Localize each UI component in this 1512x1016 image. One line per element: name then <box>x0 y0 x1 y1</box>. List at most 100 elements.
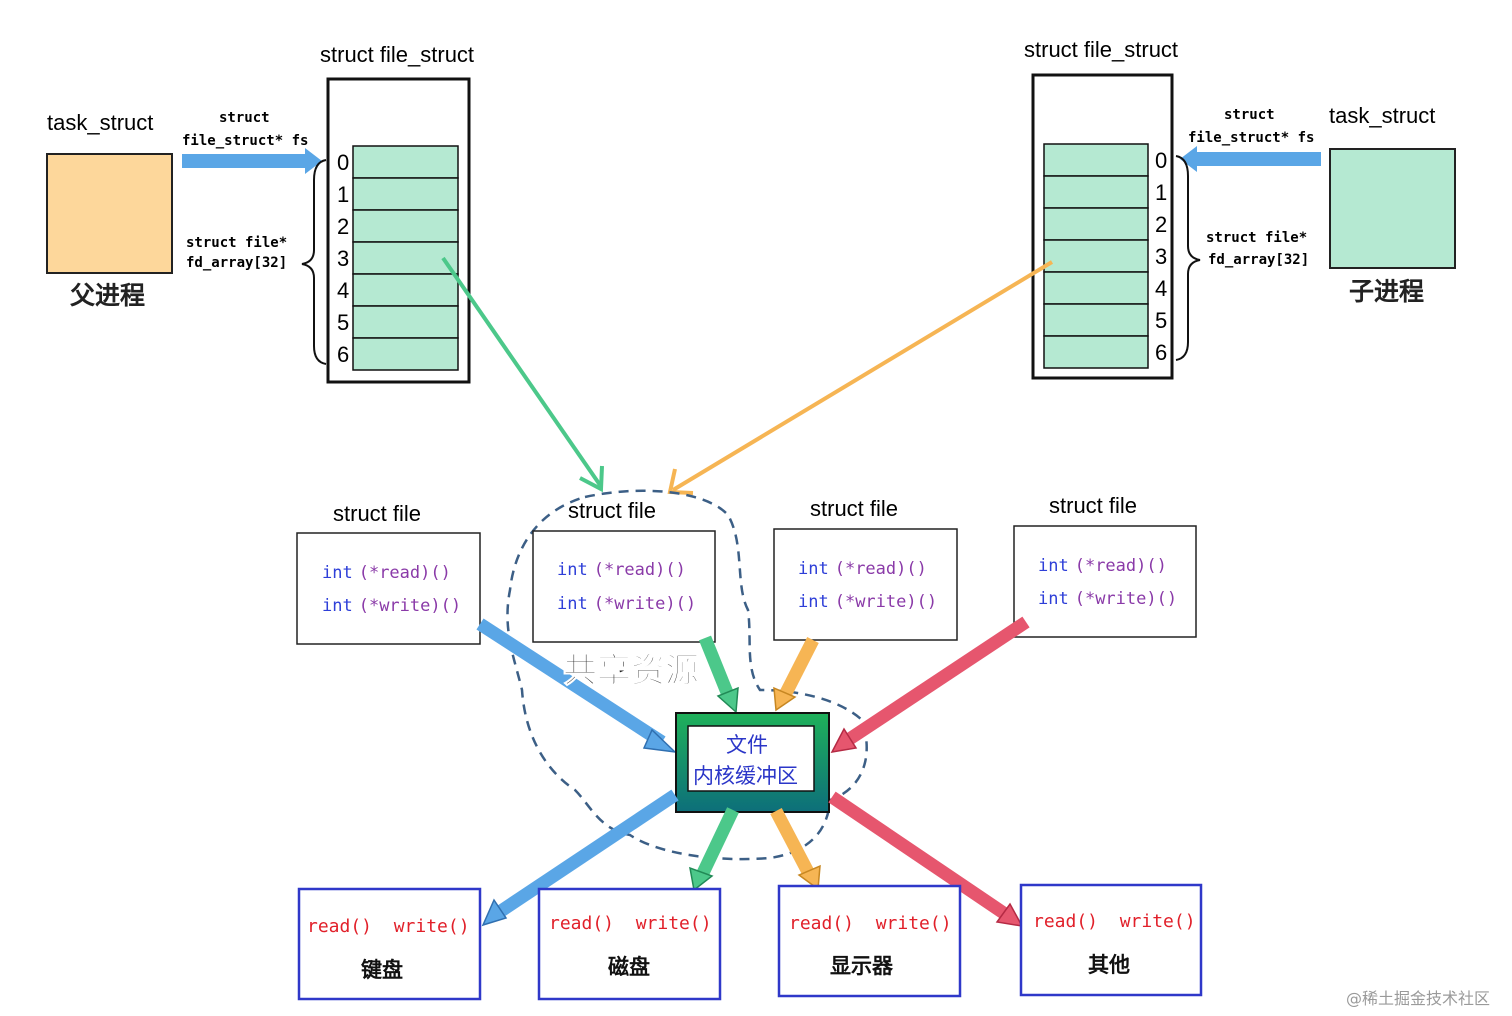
child-fd-index: 6 <box>1155 340 1167 365</box>
device-name: 键盘 <box>361 957 403 982</box>
parent-fd-index: 5 <box>337 310 349 335</box>
kernel-buffer-line2: 内核缓冲区 <box>693 764 798 788</box>
device-name: 显示器 <box>830 953 894 978</box>
child-fd-index: 3 <box>1155 244 1167 269</box>
struct-file-box-3: struct file int(*read)() int(*write)() <box>773 496 958 641</box>
struct-file-box-4: struct file int (*read)() int(*write)() <box>1013 493 1197 638</box>
int-keyword: int <box>798 592 829 612</box>
child-task-struct-label: task_struct <box>1329 103 1435 128</box>
device-disk: read() write() 磁盘 <box>537 887 722 1001</box>
device-ops: read() write() <box>307 916 470 937</box>
struct-file-2-arrowhead <box>716 686 739 714</box>
svg-text:int(*read)(): int(*read)() <box>798 559 927 579</box>
struct-file-frame <box>296 532 481 645</box>
child-array-label-line1: struct file* <box>1206 230 1307 246</box>
struct-file-frame <box>532 530 716 643</box>
read-op: (*read)() <box>1075 556 1167 576</box>
device-frame <box>297 887 482 1001</box>
parent-file-struct-title: struct file_struct <box>320 42 474 67</box>
child-fd-cell <box>1043 175 1149 209</box>
parent-task-struct-box <box>46 153 173 274</box>
struct-file-box-2-shared: struct file int(*read)() int(*write)() <box>532 498 716 643</box>
buffer-to-keyboard-arrow <box>491 789 679 921</box>
parent-array-label-line1: struct file* <box>186 235 287 251</box>
child-process-label: 子进程 <box>1349 277 1424 306</box>
struct-file-title: struct file <box>568 498 656 523</box>
parent-fd-cell <box>352 241 459 275</box>
parent-fd3-arrowhead <box>579 465 604 493</box>
device-name: 其他 <box>1088 952 1130 977</box>
parent-fd-index: 0 <box>337 150 349 175</box>
display-arrowhead <box>797 864 821 891</box>
struct-file-1-to-buffer-arrow <box>476 618 666 748</box>
svg-text:int(*write)(): int(*write)() <box>1038 589 1177 609</box>
device-keyboard: read() write() 键盘 <box>297 887 482 1001</box>
int-keyword: int <box>322 563 353 583</box>
struct-file-frame <box>773 528 958 641</box>
read-op: (*read)() <box>594 560 686 580</box>
int-keyword: int <box>798 559 829 579</box>
struct-file-3-arrowhead <box>773 686 797 712</box>
kernel-buffer-inner <box>687 725 815 792</box>
write-op: (*write)() <box>835 592 937 612</box>
svg-text:int(*read)(): int(*read)() <box>557 560 686 580</box>
device-ops: read() write() <box>789 913 952 934</box>
parent-array-label-line2: fd_array[32] <box>186 255 287 271</box>
struct-file-title: struct file <box>333 501 421 526</box>
parent-fd-cell <box>352 337 459 371</box>
device-name: 磁盘 <box>608 954 650 979</box>
read-op: (*read)() <box>359 563 451 583</box>
parent-task-struct-label: task_struct <box>47 110 153 135</box>
parent-fd-cell <box>352 305 459 339</box>
child-fd-index: 5 <box>1155 308 1167 333</box>
struct-file-2-to-buffer-arrow <box>698 635 735 698</box>
buffer-to-disk-arrow <box>697 807 739 876</box>
parent-fd-array: 0 1 2 3 4 5 6 <box>337 145 459 371</box>
parent-fd-index: 3 <box>337 246 349 271</box>
child-fd3-pointer-arrow <box>671 260 1054 492</box>
child-fd-cell <box>1043 207 1149 241</box>
svg-text:int(*write)(): int(*write)() <box>557 594 696 614</box>
parent-fd-index: 2 <box>337 214 349 239</box>
device-display: read() write() 显示器 <box>777 884 962 998</box>
shared-resource-label: 共享资源 <box>563 651 699 691</box>
child-array-label-line2: fd_array[32] <box>1208 252 1309 268</box>
parent-fd-index: 6 <box>337 342 349 367</box>
parent-fd-index: 4 <box>337 278 349 303</box>
struct-file-title: struct file <box>1049 493 1137 518</box>
struct-file-box-1: struct file int (*read)() int(*write)() <box>296 501 481 645</box>
device-frame <box>1019 883 1203 997</box>
child-pointer-label-line2: file_struct* fs <box>1188 130 1314 146</box>
kernel-buffer-line1: 文件 <box>726 733 768 757</box>
write-op: (*write)() <box>1075 589 1177 609</box>
parent-fd-index: 1 <box>337 182 349 207</box>
child-fs-pointer-arrow <box>1180 146 1321 172</box>
child-fd-index: 4 <box>1155 276 1167 301</box>
child-pointer-label-line1: struct <box>1224 107 1275 123</box>
parent-array-brace <box>301 159 327 365</box>
parent-pointer-label-line1: struct <box>219 110 270 126</box>
device-frame <box>537 887 722 1001</box>
child-fd-cell <box>1043 143 1149 177</box>
struct-file-4-to-buffer-arrow <box>844 616 1030 746</box>
child-fd-index: 2 <box>1155 212 1167 237</box>
svg-text:int(*write)(): int(*write)() <box>322 596 461 616</box>
device-ops: read() write() <box>1033 911 1196 932</box>
other-arrowhead <box>995 902 1024 927</box>
struct-file-3-to-buffer-arrow <box>780 637 819 696</box>
parent-fd-cell <box>352 177 459 211</box>
int-keyword: int <box>1038 556 1069 576</box>
watermark: @稀土掘金技术社区 <box>1346 989 1490 1008</box>
child-fd-index: 0 <box>1155 148 1167 173</box>
parent-fd3-pointer-arrow <box>441 256 602 487</box>
struct-file-1-arrowhead <box>642 728 678 754</box>
parent-fd-cell <box>352 273 459 307</box>
device-frame <box>777 884 962 998</box>
struct-file-frame <box>1013 525 1197 638</box>
child-fd-cell <box>1043 239 1149 273</box>
struct-file-4-arrowhead <box>830 727 858 753</box>
svg-text:int(*write)(): int (*write)() <box>798 592 937 612</box>
parent-process-label: 父进程 <box>70 281 145 310</box>
